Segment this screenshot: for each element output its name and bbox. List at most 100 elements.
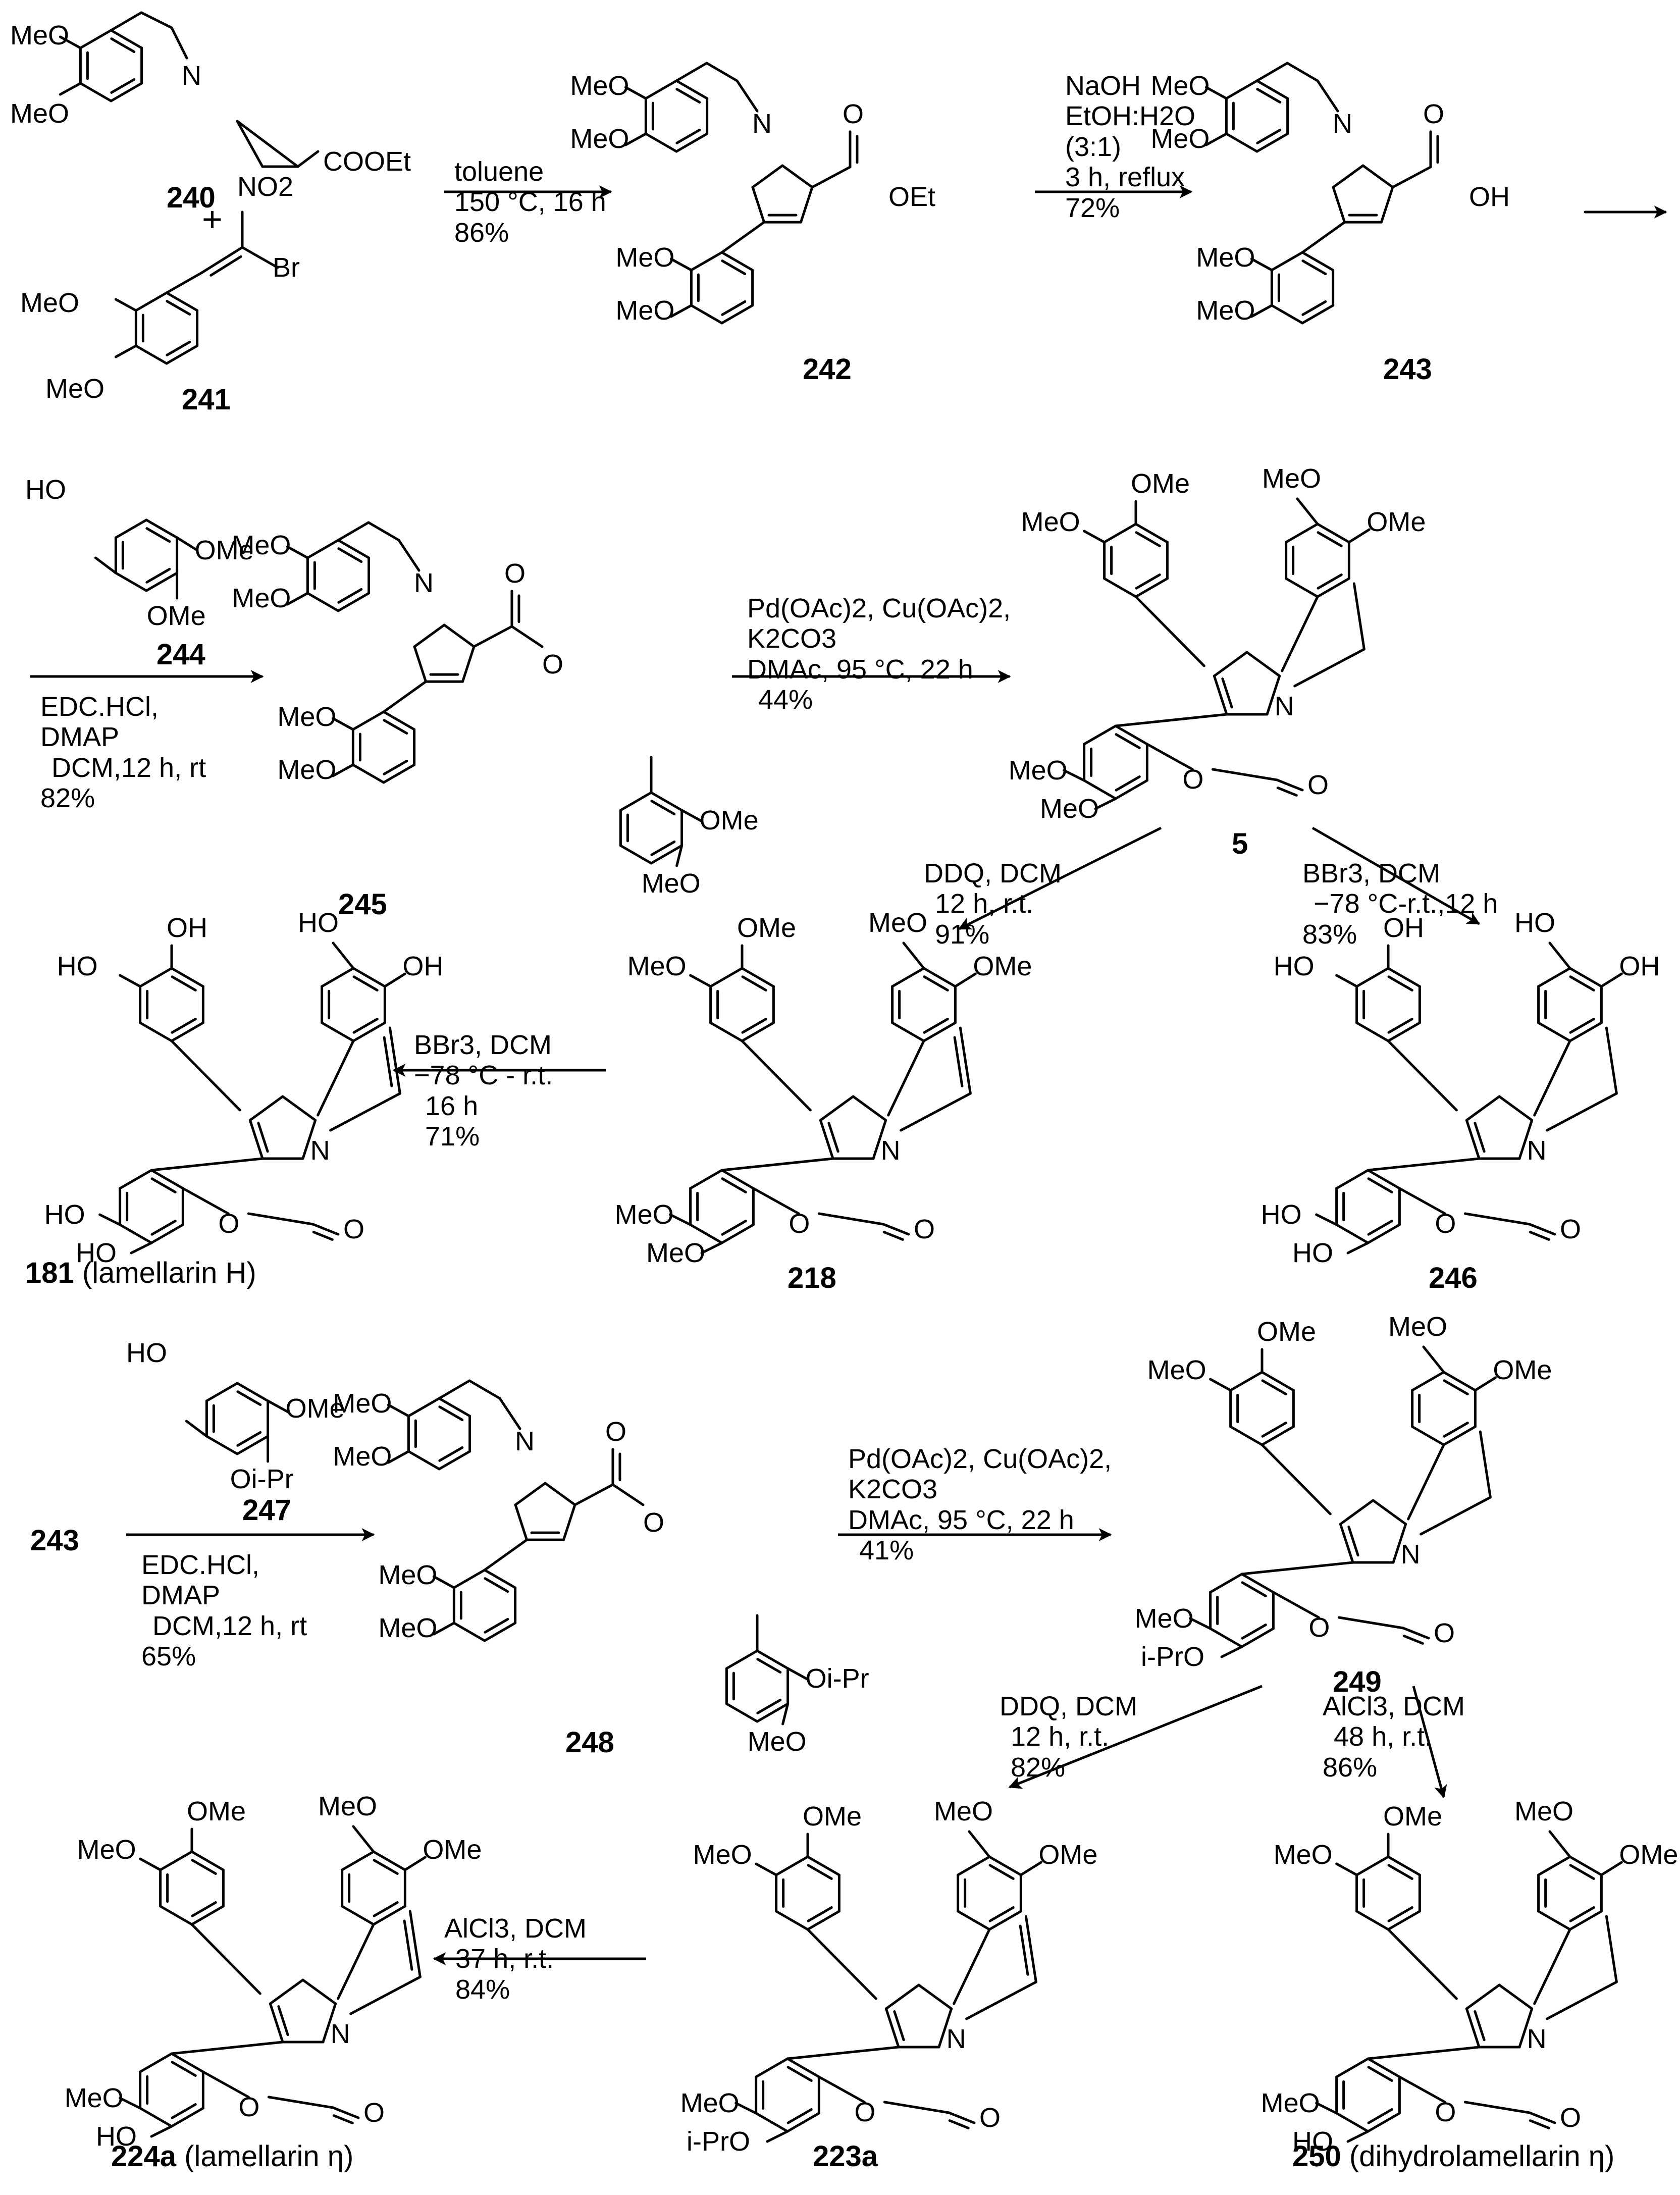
atom-text: OMe [973,951,1032,981]
cpd5-bond [1352,582,1366,651]
cpd242-bond [675,62,708,82]
atom-text: MeO [680,2088,740,2118]
atom-text: MeO [747,1727,807,1757]
condition-line: BBr3, DCM [414,1030,552,1060]
cpd181-coumarin-aryl-bond-inner [150,1220,177,1236]
atom-text: MeO [570,71,629,101]
atom-text: O [1308,1612,1330,1643]
atom-text: MeO [614,1199,674,1230]
cpd223a-pyrrole-bond-inner [893,2010,905,2042]
cpd223a-bond [968,1830,991,1858]
cpd249-coumarin-sub-1: MeO [1135,1603,1194,1634]
cpd245-phenethyl-aryl-bond-inner [337,588,363,604]
cpd248-phenethyl-aryl-bond [438,1397,471,1418]
atom-text: N [946,2023,966,2054]
cpd5-bond [1114,713,1228,727]
cpd248-aryl-bond-inner [484,1617,509,1634]
cpd218-coumarin-sub-1: MeO [615,1199,674,1230]
cpd246-coumarin-aryl-bond [1335,1223,1370,1244]
cpd181-pyrrole-bond [301,1119,317,1160]
atom-text: O [979,2103,1001,2133]
cpd224a-pendant-aryl-bond [159,1850,193,1871]
cpd250-iso-sub-2: OMe [1619,1840,1678,1870]
atom-text: MeO [1021,507,1080,537]
compound-number: 248 [565,1726,614,1759]
cpd243-phenethyl-aryl-bond [1225,79,1258,100]
cpd181-pyrrole-bond-inner [257,1122,269,1153]
cpd5-pendant-aryl-bond-inner [1135,573,1161,590]
cpd247-aryl-bond [205,1382,239,1402]
cpd246-aryl-sub-1: HO [1274,951,1315,981]
cpd223a-pendant-aryl-bond-inner [807,1864,833,1880]
bond [236,120,299,168]
condition-line: −78 °C - r.t. [414,1060,553,1091]
atom-label-MeO: MeO [20,288,79,318]
atom-label-HO: HO [126,1338,167,1368]
arrow-r6 [1311,826,1481,925]
cpd249-isoquinoline-aryl-bond [1442,1425,1477,1446]
cpd248-sub-4: MeO [378,1613,437,1643]
cpd224a-isoquinoline-aryl-bond [372,1905,406,1926]
cpd242-pyrrole-bond [751,164,784,189]
cpd181-pyrrole-bond [248,1095,284,1122]
cpd224a-isoquinoline-aryl-bond-inner [373,1859,399,1875]
cpd218-nitrogen: N [881,1135,901,1166]
atom-text: OMe [194,535,254,565]
cpd224a-isoquinoline-aryl-bond [341,1905,375,1926]
cpd242-sub-2: MeO [570,124,629,154]
cpd249-pyrrole-bond [1392,1523,1407,1564]
cpd247-aryl-bond [236,1382,270,1402]
cpd5-bond [1276,778,1304,792]
bond [236,120,264,168]
atom-text: OMe [187,1796,246,1826]
cpd5-carbonyl-oxygen: O [1307,770,1329,800]
atom-text: HO [76,1238,117,1268]
cpd246-bond [1315,1213,1338,1226]
cpd181-bond-inner [312,1231,334,1241]
cpd181-coumarin-aryl-bond [119,1169,153,1190]
compound-number: 5 [1232,827,1248,860]
condition-line: 82% [1011,1752,1066,1783]
cpd243-carbonyl-oxygen: O [1423,99,1444,129]
cpd218-coumarin-aryl-bond [689,1223,723,1244]
atom-text: i-PrO [687,2126,750,2157]
cpd224a-bond [349,1975,422,2015]
cpd242-sub-3: MeO [615,242,674,273]
atom-text: O [1559,2103,1581,2133]
cpd243-sub-2: MeO [1150,124,1210,154]
cpd243-pyrrole-bond [1361,164,1394,189]
cpd242-phenethyl-aryl-bond [675,132,709,153]
cpd246-isoquinoline-aryl-bond-inner [1569,975,1595,991]
cpd242-bond [720,221,766,254]
atom-label-MeO: MeO [10,98,69,129]
atom-text: HO [1292,2126,1333,2157]
condition-line: 91% [935,919,990,950]
cpd224a-bond [408,1910,422,1978]
arrow-r10 [1008,1685,1263,1789]
cpd224a-bond [201,2070,250,2099]
cpd247-aryl-bond [205,1435,239,1455]
cpd245-pyrrole-bond [413,623,446,648]
cpd250-aryl-sub-1: MeO [1274,1840,1333,1870]
cpd5-pyrrole-bond-inner [1221,677,1233,709]
cpd248-phenethyl-aryl-bond-inner [438,1405,464,1422]
cpd181-isoquinoline-aryl-bond [352,1021,386,1042]
cpd224a-bond [139,1857,162,1871]
cpd250-pendant-aryl-bond [1355,1910,1390,1931]
cpd249-pyrrole-bond [1339,1499,1375,1526]
cpd246-isoquinoline-aryl-bond [1537,967,1571,988]
cpd249-carbonyl-oxygen: O [1434,1618,1455,1648]
cpd246-coumarin-aryl-bond [1367,1169,1401,1190]
cpd245-aryl-bond-inner [383,759,408,775]
condition-line: 86% [1323,1752,1378,1783]
cpd5-pyrrole-bond [1213,674,1228,716]
cpd250-pendant-aryl-bond [1387,1855,1421,1876]
condition-line: K2CO3 [848,1474,938,1505]
cpd249-pendant-aryl-bond [1261,1425,1295,1446]
cpd243-aryl-bond-inner [1301,259,1327,276]
cpd250-bond [1548,1830,1571,1858]
cpd224a-pyrrole-bond-inner [277,2005,289,2036]
cpd181-bond [247,1212,314,1226]
